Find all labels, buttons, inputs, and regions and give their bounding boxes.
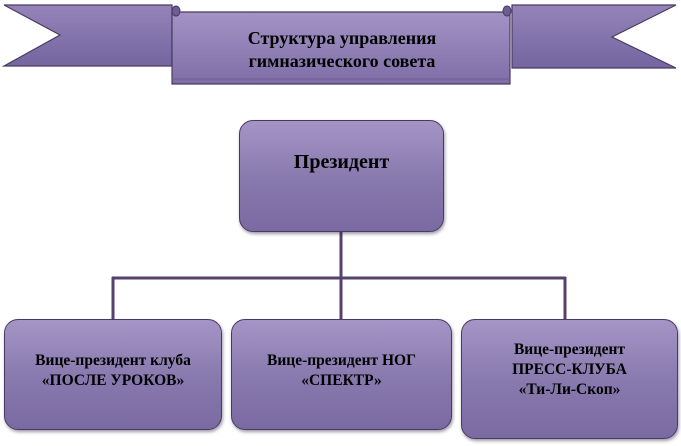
node-label-line: «ПОСЛЕ УРОКОВ»: [41, 371, 185, 389]
node-label-line: Вице-президент клуба: [35, 351, 191, 369]
node-president-label: Президент: [293, 150, 390, 173]
node-label-line: «СПЕКТР»: [301, 371, 382, 389]
diagram-title-line: Структура управления: [247, 28, 437, 48]
node-vice-president-spektr: Вице-президент НОГ «СПЕКТР»: [231, 319, 452, 430]
node-vice-president-press-club: Вице-президент ПРЕСС-КЛУБА «Ти-Ли-Скоп»: [461, 319, 678, 439]
diagram-title: Структура управления гимназического сове…: [170, 18, 514, 82]
node-label-line: ПРЕСС-КЛУБА: [512, 361, 627, 378]
node-label-line: «Ти-Ли-Скоп»: [518, 381, 621, 398]
title-ribbon: [1, 4, 677, 85]
node-label-line: Вице-президент: [513, 341, 626, 358]
node-label-line: Вице-президент НОГ: [267, 351, 416, 369]
diagram-title-line: гимназического совета: [248, 51, 436, 71]
node-vice-president-after-school: Вице-президент клуба «ПОСЛЕ УРОКОВ»: [4, 319, 222, 430]
node-president: Президент: [239, 120, 444, 232]
